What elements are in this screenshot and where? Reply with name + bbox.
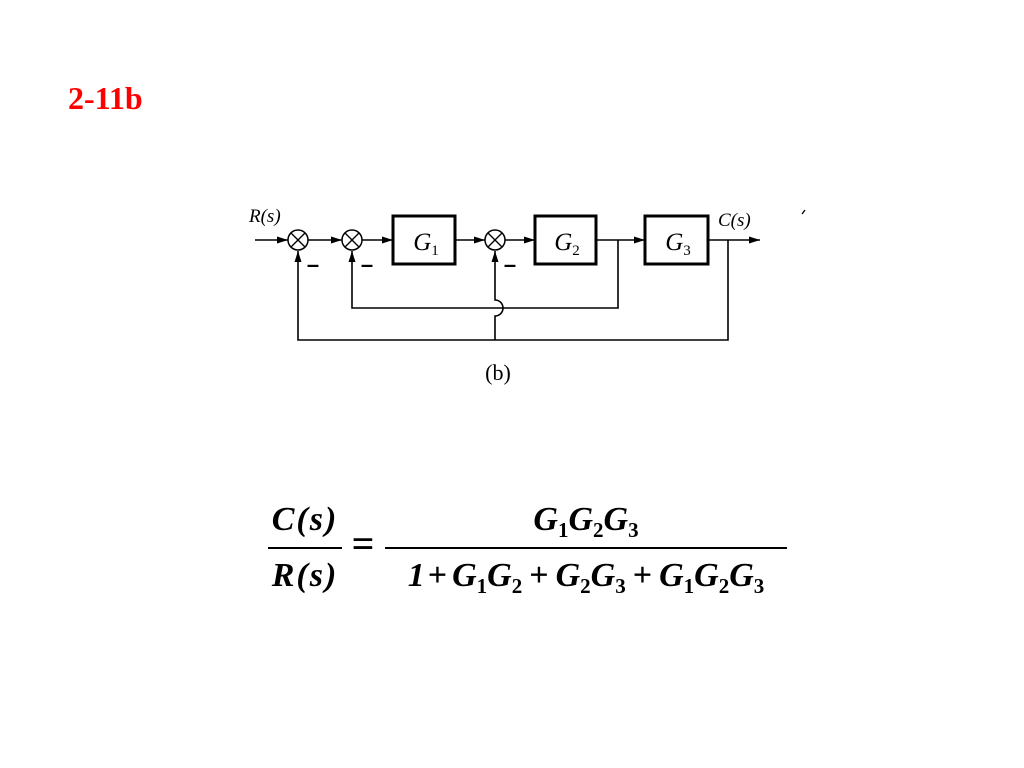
g-symbol: G (568, 501, 594, 538)
denominator-term-1: G1G2 (452, 557, 522, 597)
equals-sign: = (351, 521, 375, 566)
inner-feedback-path (348, 240, 619, 309)
g-subscript: 2 (580, 574, 591, 598)
g-subscript: 3 (628, 518, 639, 542)
stray-mark (801, 209, 806, 215)
block-g1-box (391, 214, 457, 266)
g-subscript: 3 (615, 574, 626, 598)
g-symbol: G (487, 557, 512, 594)
diagram-caption: (b) (485, 360, 511, 385)
block-g3: G3 (643, 214, 710, 266)
lhs-denominator: R(s) (271, 557, 339, 594)
g-subscript: 2 (593, 518, 604, 542)
block-g3-symbol: G (665, 229, 683, 256)
lhs-numerator: C(s) (271, 501, 339, 538)
plus-operator: + (427, 557, 448, 594)
numerator-factor: G2 (568, 501, 603, 541)
g-subscript: 1 (683, 574, 695, 598)
block-g2: G2 (533, 214, 598, 266)
summing-junction-cross-line (290, 232, 306, 248)
g-subscript: 2 (718, 574, 730, 598)
block-g1-symbol: G (413, 229, 431, 256)
g-symbol: G (603, 501, 629, 538)
g-subscript: 3 (753, 574, 765, 598)
block-g2-symbol: G (554, 229, 572, 256)
junction3-feedback-path (491, 251, 504, 340)
summing-junction-2 (341, 229, 363, 251)
feedback-sign-junction3: – (504, 252, 516, 277)
denominator-term-3: G1G2G3 (659, 557, 764, 597)
block-g3-label: G3 (665, 229, 691, 259)
block-g2-label: G2 (554, 229, 580, 259)
g-symbol: G (452, 557, 477, 594)
denominator-term-2: G2G3 (555, 557, 626, 597)
rhs-numerator: G1G2G3 (385, 500, 787, 541)
lhs-fraction-bar (268, 547, 342, 549)
block-g3-subscript: 3 (683, 243, 691, 259)
summing-junction-1 (287, 229, 309, 251)
g-symbol: G (659, 557, 684, 594)
rhs-fraction-bar (385, 547, 787, 549)
block-g2-subscript: 2 (572, 243, 580, 259)
block-g1-label: G1 (413, 229, 439, 259)
slide-title: 2-11b (68, 80, 143, 116)
g-subscript: 2 (511, 574, 523, 598)
rhs-denominator: 1+G1G2+G2G3+G1G2G3 (385, 556, 787, 597)
g-symbol: G (729, 557, 754, 594)
block-g2-box (533, 214, 598, 266)
summing-junction-cross-line (487, 232, 503, 248)
g-symbol: G (533, 501, 558, 538)
feedback-sign-junction1: – (307, 252, 319, 277)
g-symbol: G (590, 557, 616, 594)
block-g3-box (643, 214, 710, 266)
summing-junction-cross-line (344, 232, 360, 248)
plus-operator: + (632, 557, 653, 594)
denominator-constant: 1 (407, 557, 425, 594)
numerator-factor: G1 (533, 501, 568, 541)
g-subscript: 1 (557, 518, 569, 542)
plus-operator: + (529, 557, 549, 594)
block-g1-subscript: 1 (431, 243, 439, 259)
output-label: C(s) (718, 210, 751, 231)
g-symbol: G (694, 557, 719, 594)
g-symbol: G (555, 557, 581, 594)
summing-junction-3 (484, 229, 506, 251)
g-subscript: 1 (476, 574, 488, 598)
numerator-factor: G3 (603, 501, 639, 541)
input-label: R(s) (248, 206, 281, 227)
block-g1: G1 (391, 214, 457, 266)
feedback-sign-junction2: – (361, 252, 373, 277)
outer-feedback-path (294, 240, 729, 341)
